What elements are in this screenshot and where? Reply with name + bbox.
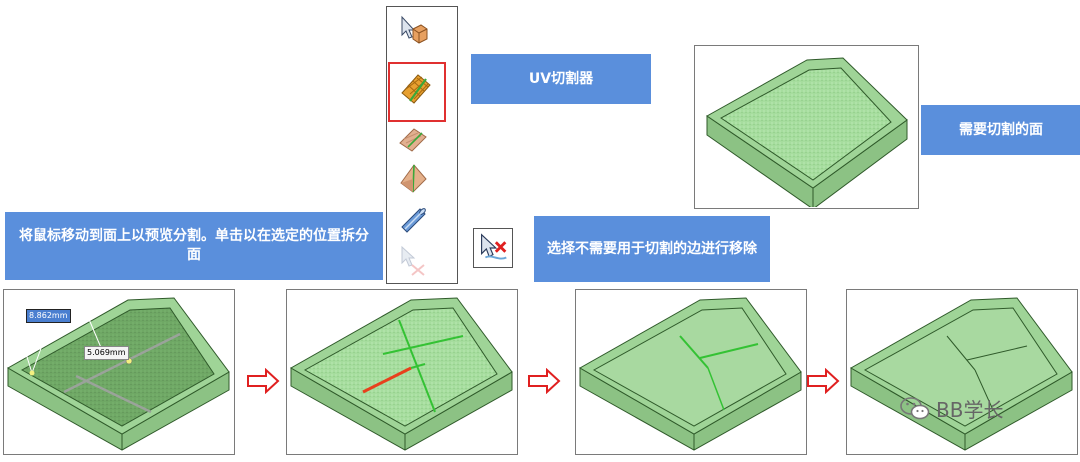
arrow-right-icon xyxy=(247,368,280,394)
remove-edges-callout: 选择不需要用于切割的边进行移除 xyxy=(534,216,770,282)
tool-palette xyxy=(386,6,458,284)
face-preview-panel xyxy=(694,45,919,210)
step2-panel xyxy=(286,289,518,455)
face-split-icon[interactable] xyxy=(396,123,430,157)
plate-model xyxy=(849,297,1073,451)
step4-panel xyxy=(846,289,1078,455)
hover-hint-callout: 将鼠标移动到面上以预览分割。单击以在选定的位置拆分面 xyxy=(5,212,383,280)
remove-edge-icon[interactable] xyxy=(396,243,430,277)
dimension-label: 8.862mm xyxy=(26,309,71,323)
remove-edge-icon xyxy=(481,233,507,260)
arrow-right-icon xyxy=(528,368,561,394)
face-to-cut-callout: 需要切割的面 xyxy=(921,105,1080,155)
wechat-icon xyxy=(900,396,930,419)
plate-model xyxy=(706,57,908,210)
select-part-icon[interactable] xyxy=(396,13,430,47)
arrow-right-icon xyxy=(807,368,840,394)
step3-panel xyxy=(575,289,807,455)
remove-edge-button[interactable] xyxy=(473,228,513,268)
watermark-text: BB学长 xyxy=(936,398,1004,422)
pipe-icon[interactable] xyxy=(396,201,430,235)
fold-icon[interactable] xyxy=(396,161,430,195)
plate-model xyxy=(289,297,513,451)
uv-cutter-callout: UV切割器 xyxy=(471,54,651,104)
plate-model xyxy=(578,297,802,451)
step1-panel: 8.862mm 5.069mm xyxy=(3,289,235,455)
watermark: BB学长 xyxy=(900,394,1003,423)
dimension-label: 5.069mm xyxy=(84,346,129,360)
uv-cutter-highlight xyxy=(388,62,446,122)
uv-cutter-icon[interactable] xyxy=(398,71,434,107)
